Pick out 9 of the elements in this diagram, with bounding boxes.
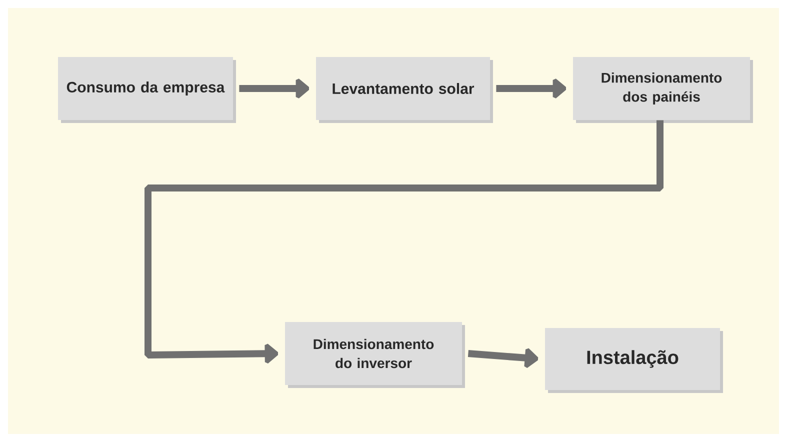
process-box: Dimensionamento do inversor bbox=[285, 322, 465, 388]
arrow bbox=[239, 78, 310, 99]
process-box: Levantamento solar bbox=[316, 57, 493, 123]
arrow bbox=[144, 120, 664, 364]
process-box: Instalação bbox=[545, 328, 723, 393]
process-box: Dimensionamento dos painéis bbox=[573, 57, 753, 123]
process-box: Consumo da empresa bbox=[58, 57, 236, 123]
arrow bbox=[496, 78, 567, 99]
arrow bbox=[468, 348, 539, 368]
